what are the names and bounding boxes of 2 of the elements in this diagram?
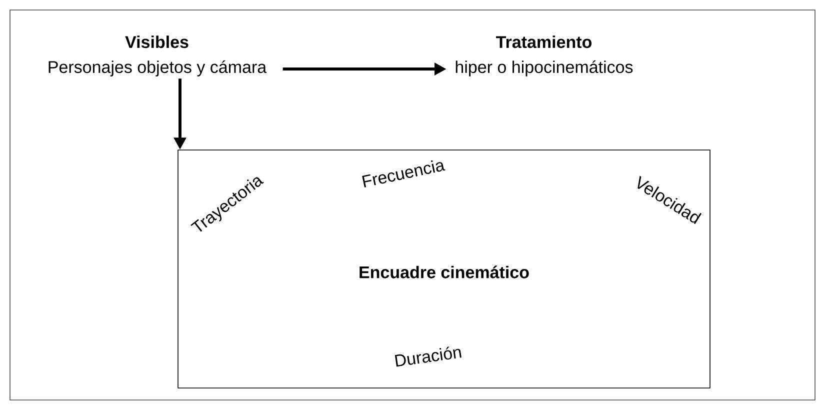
text-label: Visibles Personajes objetos y cámara bbox=[48, 36, 267, 76]
text-label: Tratamiento hiper o hipocinemáticos bbox=[456, 36, 633, 76]
